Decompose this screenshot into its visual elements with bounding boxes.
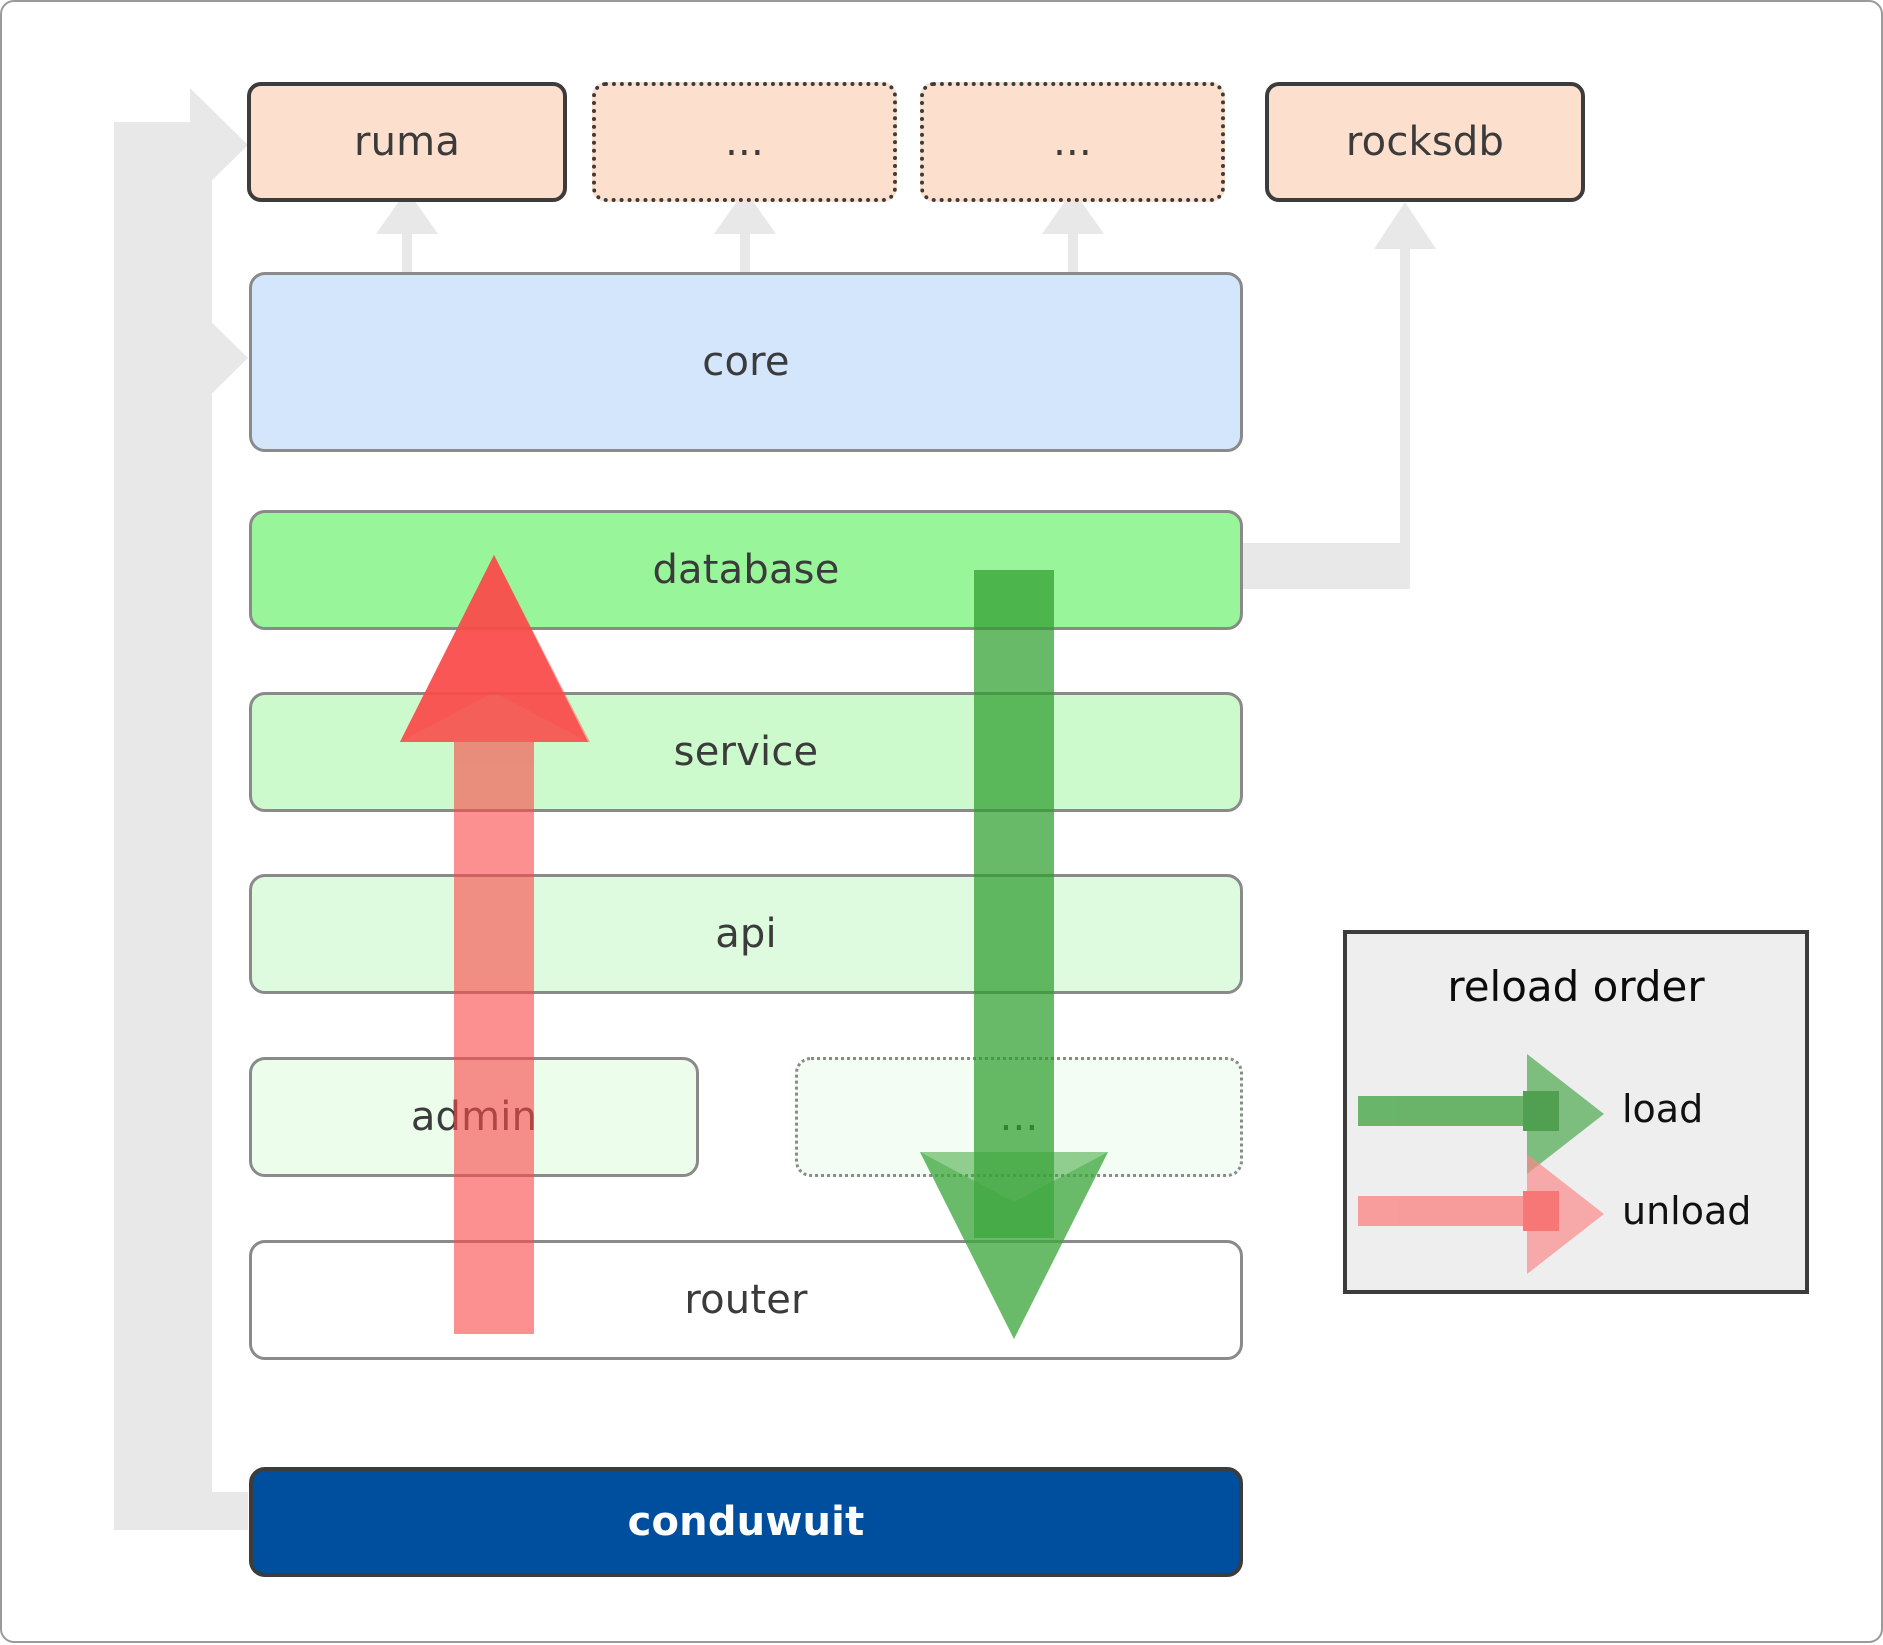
conduwuit-dependency-trunk xyxy=(114,88,248,1530)
node-conduwuit[interactable]: conduwuit xyxy=(249,1467,1243,1577)
legend-title: reload order xyxy=(1447,962,1705,1011)
legend-load-arrow xyxy=(1358,1054,1604,1174)
node-ellipsis-top-1[interactable]: ... xyxy=(592,82,897,202)
node-router-label: router xyxy=(684,1277,808,1323)
node-database-label: database xyxy=(652,547,840,593)
node-ellipsis-top-2[interactable]: ... xyxy=(920,82,1225,202)
node-ellipsis-mid[interactable]: ... xyxy=(795,1057,1243,1177)
node-ellipsis-mid-label: ... xyxy=(999,1094,1039,1140)
node-rocksdb-label: rocksdb xyxy=(1345,119,1505,165)
core-to-external-arrows xyxy=(376,190,1104,274)
node-core-label: core xyxy=(702,339,790,385)
legend-arrows xyxy=(1358,1054,1604,1274)
legend-unload-arrow xyxy=(1358,1154,1604,1274)
database-to-rocksdb-connector xyxy=(1242,202,1436,589)
node-service-label: service xyxy=(673,729,819,775)
node-admin-label: admin xyxy=(410,1094,538,1140)
node-service[interactable]: service xyxy=(249,692,1243,812)
node-admin[interactable]: admin xyxy=(249,1057,699,1177)
node-core[interactable]: core xyxy=(249,272,1243,452)
legend-label-load: load xyxy=(1622,1087,1704,1131)
node-conduwuit-label: conduwuit xyxy=(627,1499,865,1545)
node-api[interactable]: api xyxy=(249,874,1243,994)
node-router[interactable]: router xyxy=(249,1240,1243,1360)
legend-reload-order: reload order xyxy=(1343,930,1809,1294)
node-ruma-label: ruma xyxy=(353,119,461,165)
node-database[interactable]: database xyxy=(249,510,1243,630)
node-ruma[interactable]: ruma xyxy=(247,82,567,202)
legend-label-unload: unload xyxy=(1622,1189,1752,1233)
node-ellipsis-top-1-label: ... xyxy=(725,119,764,165)
node-api-label: api xyxy=(715,911,777,957)
node-rocksdb[interactable]: rocksdb xyxy=(1265,82,1585,202)
node-ellipsis-top-2-label: ... xyxy=(1053,119,1092,165)
